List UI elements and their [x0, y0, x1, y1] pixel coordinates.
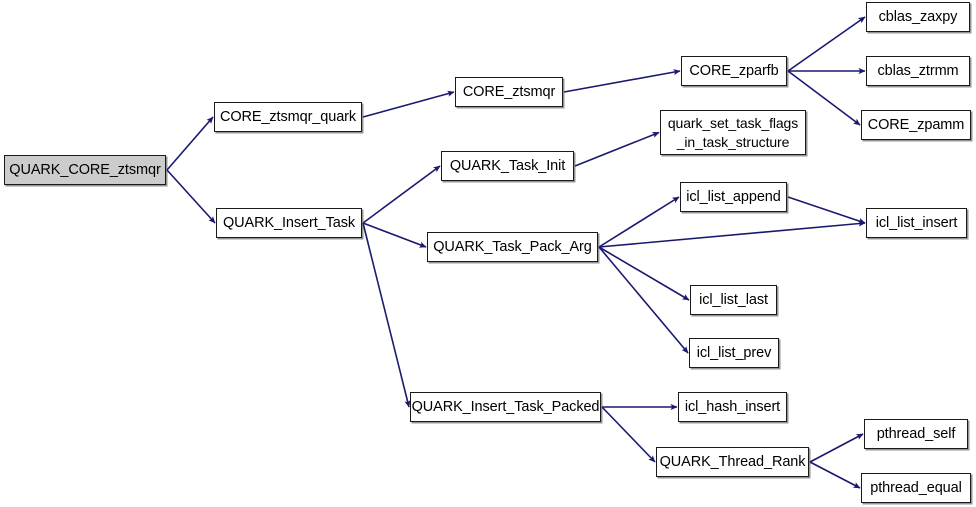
graph-node-quark_set_task_flags[interactable]: quark_set_task_flags _in_task_structure	[660, 110, 806, 155]
graph-edge-quark_core_ztsmqr-to-quark_insert_task	[166, 169, 216, 224]
graph-node-label: CORE_zpamm	[867, 116, 965, 133]
graph-edge-quark_insert_task-to-quark_insert_task_packed	[362, 222, 411, 408]
graph-edge-quark_task_init-to-quark_set_task_flags	[574, 131, 660, 167]
graph-node-label: QUARK_Insert_Task_Packed	[411, 398, 600, 415]
graph-node-icl_list_prev[interactable]: icl_list_prev	[689, 338, 779, 368]
graph-node-label: cblas_ztrmm	[877, 62, 959, 79]
graph-node-label: icl_list_last	[699, 291, 768, 308]
graph-edge-quark_task_pack_arg-to-icl_list_last	[598, 246, 690, 301]
graph-edge-quark_insert_task-to-quark_task_init	[362, 165, 441, 224]
graph-node-quark_thread_rank[interactable]: QUARK_Thread_Rank	[656, 447, 809, 477]
graph-node-pthread_self[interactable]: pthread_self	[864, 419, 968, 449]
graph-edge-quark_task_pack_arg-to-icl_list_append	[598, 196, 680, 248]
graph-node-icl_list_insert[interactable]: icl_list_insert	[866, 208, 967, 238]
graph-edge-quark_insert_task_packed-to-quark_thread_rank	[601, 406, 656, 463]
graph-node-core_zparfb[interactable]: CORE_zparfb	[681, 56, 787, 86]
graph-node-label: CORE_ztsmqr	[462, 83, 556, 100]
graph-node-core_ztsmqr[interactable]: CORE_ztsmqr	[455, 77, 563, 107]
graph-node-label: QUARK_Task_Init	[449, 157, 566, 174]
graph-node-label: CORE_zparfb	[689, 62, 779, 79]
graph-edge-quark_core_ztsmqr-to-core_ztsmqr_quark	[166, 116, 214, 171]
graph-edge-core_ztsmqr-to-core_zparfb	[563, 69, 681, 93]
graph-node-label: QUARK_Insert_Task	[222, 214, 356, 231]
graph-node-core_zpamm[interactable]: CORE_zpamm	[861, 110, 971, 140]
graph-node-label: pthread_self	[876, 425, 956, 442]
graph-node-label: cblas_zaxpy	[878, 8, 958, 25]
graph-edge-quark_thread_rank-to-pthread_equal	[809, 461, 861, 489]
graph-node-pthread_equal[interactable]: pthread_equal	[861, 473, 971, 503]
graph-node-label: pthread_equal	[870, 479, 962, 496]
graph-edge-quark_insert_task-to-quark_task_pack_arg	[362, 222, 427, 248]
graph-edge-quark_task_pack_arg-to-icl_list_insert	[598, 220, 866, 248]
graph-node-label: icl_list_insert	[875, 214, 958, 231]
graph-node-label: QUARK_Task_Pack_Arg	[433, 238, 592, 255]
graph-edge-icl_list_append-to-icl_list_insert	[787, 196, 866, 224]
graph-edge-quark_task_pack_arg-to-icl_list_prev	[598, 246, 689, 354]
graph-node-quark_core_ztsmqr[interactable]: QUARK_CORE_ztsmqr	[4, 155, 166, 185]
graph-node-label: CORE_ztsmqr_quark	[219, 108, 357, 125]
graph-node-label: icl_list_append	[686, 188, 781, 205]
graph-edge-core_zparfb-to-cblas_zaxpy	[787, 16, 866, 72]
graph-node-quark_insert_task[interactable]: QUARK_Insert_Task	[216, 208, 362, 238]
graph-edge-quark_thread_rank-to-pthread_self	[809, 433, 864, 463]
graph-node-quark_insert_task_packed[interactable]: QUARK_Insert_Task_Packed	[410, 392, 601, 422]
graph-node-core_ztsmqr_quark[interactable]: CORE_ztsmqr_quark	[214, 102, 362, 132]
graph-node-label: icl_list_prev	[696, 344, 772, 361]
graph-node-label: QUARK_Thread_Rank	[659, 453, 806, 470]
graph-node-icl_hash_insert[interactable]: icl_hash_insert	[678, 392, 787, 422]
graph-node-icl_list_append[interactable]: icl_list_append	[680, 182, 787, 212]
graph-edge-core_ztsmqr_quark-to-core_ztsmqr	[362, 90, 455, 118]
graph-node-cblas_ztrmm[interactable]: cblas_ztrmm	[866, 56, 970, 86]
graph-node-label: QUARK_CORE_ztsmqr	[9, 161, 161, 178]
graph-node-quark_task_pack_arg[interactable]: QUARK_Task_Pack_Arg	[427, 232, 598, 262]
graph-edge-core_zparfb-to-core_zpamm	[787, 70, 861, 126]
graph-node-cblas_zaxpy[interactable]: cblas_zaxpy	[866, 2, 970, 32]
graph-node-quark_task_init[interactable]: QUARK_Task_Init	[441, 151, 574, 181]
graph-node-label: quark_set_task_flags _in_task_structure	[667, 115, 799, 150]
graph-node-icl_list_last[interactable]: icl_list_last	[690, 285, 777, 315]
graph-node-label: icl_hash_insert	[684, 398, 781, 415]
